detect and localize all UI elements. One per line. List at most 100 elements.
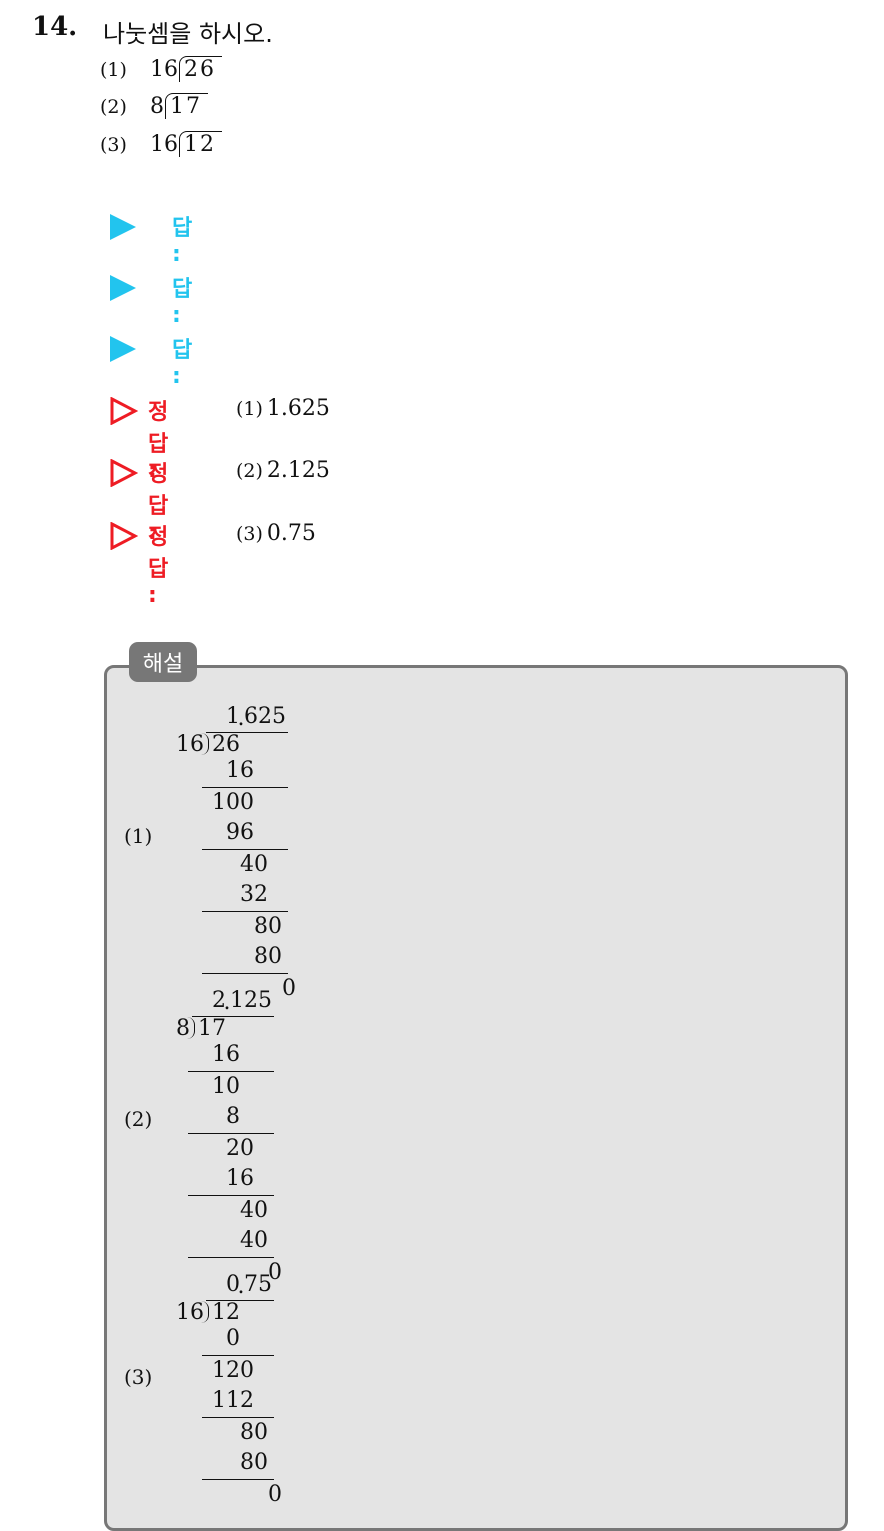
step-digit: 0 [226, 1326, 240, 1351]
step-digit: 3 [240, 882, 254, 907]
step-digit: 0 [254, 1198, 268, 1223]
subtraction-line [202, 911, 288, 912]
correct-value: (2)2.125 [236, 458, 330, 483]
subtraction-line [202, 973, 288, 974]
quotient-digit: 2 [212, 988, 226, 1013]
value: 2.125 [266, 458, 330, 483]
division-bracket [186, 1017, 195, 1039]
step-digit: 0 [268, 1482, 282, 1507]
answer-label: 답 : [172, 277, 193, 328]
step-digit: 0 [268, 914, 282, 939]
step-digit: 0 [254, 852, 268, 877]
divisor-digit: 1 [176, 732, 190, 757]
quotient-digit: 0 [226, 1272, 240, 1297]
open-triangle-icon [110, 397, 138, 425]
step-digit: 1 [212, 1388, 226, 1413]
correct-value: (3)0.75 [236, 521, 316, 546]
dividend-digit: 7 [212, 1016, 226, 1041]
subtraction-line [202, 1479, 274, 1480]
step-digit: 6 [240, 1166, 254, 1191]
division-bracket [200, 1301, 209, 1323]
subtraction-line [188, 1133, 274, 1134]
correct-label: 정답 : [148, 400, 169, 483]
value: 0.75 [266, 521, 316, 546]
part-label: (3) [236, 523, 263, 545]
filled-triangle-icon [110, 214, 136, 240]
dividend: 17 [165, 93, 208, 119]
step-digit: 0 [240, 1358, 254, 1383]
step-digit: 2 [226, 1358, 240, 1383]
step-digit: 1 [226, 1166, 240, 1191]
quotient-digit: 1 [230, 988, 244, 1013]
step-digit: 1 [212, 1042, 226, 1067]
problem-label: (2) [100, 96, 127, 118]
step-digit: 0 [268, 944, 282, 969]
subtraction-line [188, 1071, 274, 1072]
correct-value: (1)1.625 [236, 396, 330, 421]
step-digit: 1 [226, 758, 240, 783]
step-digit: 6 [240, 758, 254, 783]
divisor: 16 [150, 132, 178, 157]
open-triangle-icon [110, 459, 138, 487]
step-digit: 0 [226, 790, 240, 815]
decimal-point: . [237, 1274, 245, 1299]
quotient-digit: 1 [226, 704, 240, 729]
division-bar [192, 1016, 274, 1017]
step-digit: 2 [240, 1388, 254, 1413]
solution-part-label: (3) [124, 1365, 153, 1389]
step-digit: 0 [254, 1450, 268, 1475]
step-digit: 4 [240, 1198, 254, 1223]
step-digit: 8 [240, 1450, 254, 1475]
decimal-point: . [237, 706, 245, 731]
subtraction-line [202, 849, 288, 850]
step-digit: 6 [240, 820, 254, 845]
quotient-digit: 2 [258, 704, 272, 729]
dividend-digit: 1 [198, 1016, 212, 1041]
quotient-digit: 7 [244, 1272, 258, 1297]
solution-part-label: (2) [124, 1107, 153, 1131]
problem-label: (3) [100, 134, 127, 156]
step-digit: 0 [240, 1136, 254, 1161]
solution-tab: 해설 [129, 642, 197, 682]
step-digit: 4 [240, 1228, 254, 1253]
divisor-digit: 1 [176, 1300, 190, 1325]
solution-part-label: (1) [124, 824, 153, 848]
subtraction-line [188, 1195, 274, 1196]
question-number: 14. [32, 12, 78, 42]
filled-triangle-icon [110, 336, 136, 362]
open-triangle-icon [110, 522, 138, 550]
step-digit: 8 [254, 914, 268, 939]
correct-label: 정답 : [148, 462, 169, 545]
filled-triangle-icon [110, 275, 136, 301]
quotient-digit: 5 [258, 1272, 272, 1297]
dividend-digit: 2 [212, 732, 226, 757]
step-digit: 1 [212, 1074, 226, 1099]
step-digit: 1 [226, 1388, 240, 1413]
subtraction-line [202, 1417, 274, 1418]
step-digit: 2 [226, 1136, 240, 1161]
dividend-digit: 6 [226, 732, 240, 757]
quotient-digit: 5 [272, 704, 286, 729]
step-digit: 0 [282, 976, 296, 1001]
dividend-digit: 2 [226, 1300, 240, 1325]
problem-label: (1) [100, 59, 127, 81]
division-bar [206, 732, 288, 733]
part-label: (2) [236, 460, 263, 482]
step-digit: 4 [240, 852, 254, 877]
step-digit: 0 [226, 1074, 240, 1099]
divisor: 8 [150, 94, 164, 119]
dividend-digit: 1 [212, 1300, 226, 1325]
question-text: 나눗셈을 하시오. [103, 20, 273, 48]
correct-label: 정답 : [148, 525, 169, 608]
step-digit: 8 [240, 1420, 254, 1445]
subtraction-line [188, 1257, 274, 1258]
division-bar [206, 1300, 274, 1301]
step-digit: 0 [254, 1420, 268, 1445]
step-digit: 8 [226, 1104, 240, 1129]
subtraction-line [202, 1355, 274, 1356]
value: 1.625 [266, 396, 330, 421]
quotient-digit: 6 [244, 704, 258, 729]
